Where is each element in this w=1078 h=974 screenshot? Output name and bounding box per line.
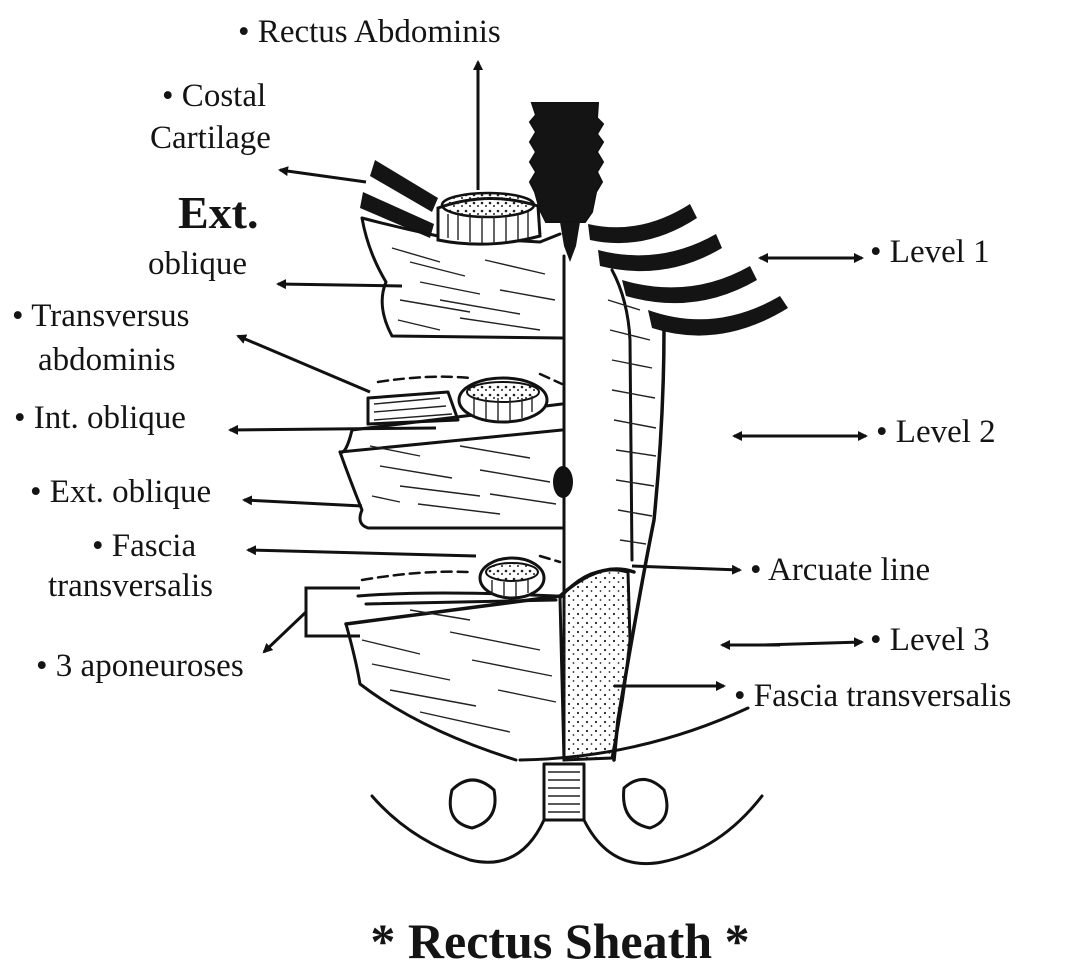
arrow-fascia-transversalis-left <box>248 550 476 556</box>
label-transversus-line2: abdominis <box>38 342 176 378</box>
lower-layers-panel <box>346 556 634 760</box>
label-level2: • Level 2 <box>876 414 996 450</box>
right-costal-cartilage <box>588 204 788 336</box>
sternum-shape <box>530 103 603 222</box>
label-level3: • Level 3 <box>870 622 990 658</box>
label-ext-bold: Ext. <box>178 187 259 238</box>
label-int-oblique: • Int. oblique <box>14 400 186 436</box>
arrow-arcuate-line <box>632 566 740 570</box>
abdominal-wall-arc <box>520 708 748 760</box>
arrow-aponeuroses <box>264 612 306 652</box>
arrow-transversus <box>238 336 370 392</box>
middle-layers-panel <box>340 374 562 528</box>
label-level1: • Level 1 <box>870 234 990 270</box>
pelvis <box>372 764 762 864</box>
label-transversus-line1: • Transversus <box>12 298 190 334</box>
arrow-int-oblique <box>230 428 436 430</box>
label-fascia-line2: transversalis <box>48 568 213 604</box>
label-fascia-line1: • Fascia <box>92 528 196 564</box>
umbilicus <box>553 466 573 498</box>
arrow-costal-cartilage <box>280 170 366 182</box>
label-fascia-transversalis-right: • Fascia transversalis <box>734 678 1011 714</box>
aponeuroses-bracket <box>306 588 360 636</box>
label-arcuate-line: • Arcuate line <box>750 552 930 588</box>
arrow-ext-oblique <box>244 500 362 506</box>
label-ext-oblique-top: oblique <box>148 246 247 282</box>
label-rectus-abdominis: • Rectus Abdominis <box>238 14 501 50</box>
label-costal-line1: • Costal <box>162 78 266 114</box>
arrow-level3-right <box>760 642 862 645</box>
label-ext-oblique: • Ext. oblique <box>30 474 211 510</box>
rectus-abdominis-section-top <box>438 193 540 244</box>
label-costal-line2: Cartilage <box>150 120 271 156</box>
label-aponeuroses: • 3 aponeuroses <box>36 648 244 684</box>
figure-title: * Rectus Sheath * <box>370 913 749 969</box>
arrow-ext-oblique-top <box>278 284 402 286</box>
